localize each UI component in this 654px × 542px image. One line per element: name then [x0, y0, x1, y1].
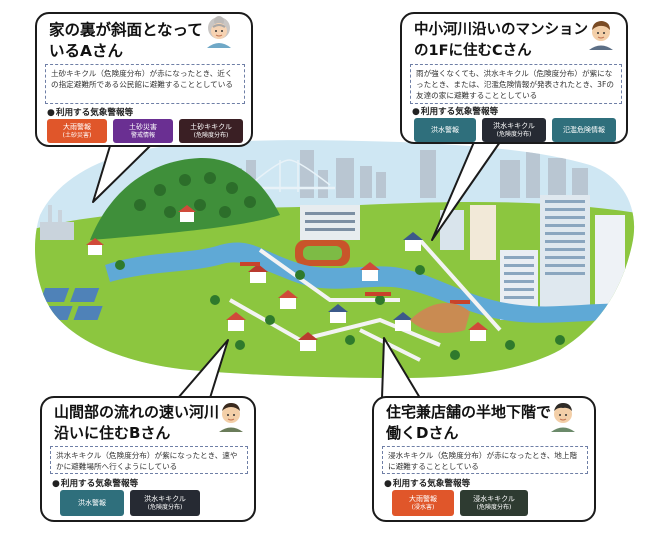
- forest-hill: [90, 157, 280, 240]
- card-c-title-line2: の1Fに住むCさん: [414, 43, 532, 59]
- card-d-title-line2: 働くDさん: [386, 424, 459, 442]
- card-c-badge-2: 洪水キキクル(危険度分布): [482, 118, 546, 142]
- card-b-badge-1: 洪水警報: [60, 490, 124, 516]
- card-d-title-line1: 住宅兼店舗の半地下階で: [386, 403, 552, 421]
- card-a-warnings-label: ●利用する気象警報等: [47, 108, 134, 118]
- card-a-badge-1: 大雨警報(土砂災害): [47, 119, 107, 143]
- card-b-badge-2: 洪水キキクル(危険度分布): [130, 490, 200, 516]
- man-avatar-icon: [219, 403, 243, 432]
- red-bridges: [240, 262, 470, 304]
- card-b-title-line1: 山間部の流れの速い河川: [54, 403, 220, 421]
- card-a-title: 家の裏が斜面となって いるAさん: [49, 20, 209, 62]
- hill-trees: [134, 172, 256, 218]
- card-d-badge-1: 大雨警報(浸水害): [392, 490, 454, 516]
- card-b: 山間部の流れの速い河川 沿いに住むBさん 洪水キキクル（危険度分布）が紫になった…: [40, 396, 256, 522]
- distant-skyline: [230, 150, 588, 198]
- card-b-title: 山間部の流れの速い河川 沿いに住むBさん: [54, 402, 244, 444]
- card-d-description: 浸水キキクル（危険度分布）が赤になったとき、地上階に避難することとしている: [382, 446, 588, 474]
- card-a-description: 土砂キキクル（危険度分布）が赤になったとき、近くの指定避難所である公民館に避難す…: [45, 64, 245, 104]
- card-d: 住宅兼店舗の半地下階で 働くDさん 浸水キキクル（危険度分布）が赤になったとき、…: [372, 396, 596, 522]
- card-d-warnings-label: ●利用する気象警報等: [384, 479, 471, 489]
- card-c-warnings-label: ●利用する気象警報等: [412, 107, 499, 117]
- card-d-title: 住宅兼店舗の半地下階で 働くDさん: [386, 402, 566, 444]
- card-c-title-line1: 中小河川沿いのマンション: [414, 22, 588, 38]
- card-b-warnings-label: ●利用する気象警報等: [52, 479, 139, 489]
- card-b-description: 洪水キキクル（危険度分布）が紫になったとき、速やかに避難場所へ行くようにしている: [50, 446, 248, 474]
- card-a-badge-2: 土砂災害警戒情報: [113, 119, 173, 143]
- card-c-title: 中小河川沿いのマンション の1Fに住むCさん: [414, 20, 604, 62]
- card-c-badge-3: 氾濫危険情報: [552, 118, 616, 142]
- card-c-badge-1: 洪水警報: [414, 118, 476, 142]
- worker-man-avatar-icon: [551, 403, 575, 432]
- card-a-title-line1: 家の裏が斜面となって: [49, 21, 203, 39]
- card-a-badge-3: 土砂キキクル(危険度分布): [179, 119, 243, 143]
- young-man-avatar-icon: [589, 21, 613, 50]
- elderly-woman-avatar-icon: [207, 16, 231, 48]
- card-a-title-line2: いるAさん: [49, 42, 123, 60]
- card-c-description: 雨が強くなくても、洪水キキクル（危険度分布）が紫になったとき、または、氾濫危険情…: [410, 64, 622, 104]
- card-c: 中小河川沿いのマンション の1Fに住むCさん 雨が強くなくても、洪水キキクル（危…: [400, 12, 628, 144]
- factory: [40, 205, 74, 240]
- houses: [86, 205, 488, 351]
- card-d-badge-2: 浸水キキクル(危険度分布): [460, 490, 528, 516]
- landslide-area: [410, 302, 470, 333]
- card-b-title-line2: 沿いに住むBさん: [54, 424, 171, 442]
